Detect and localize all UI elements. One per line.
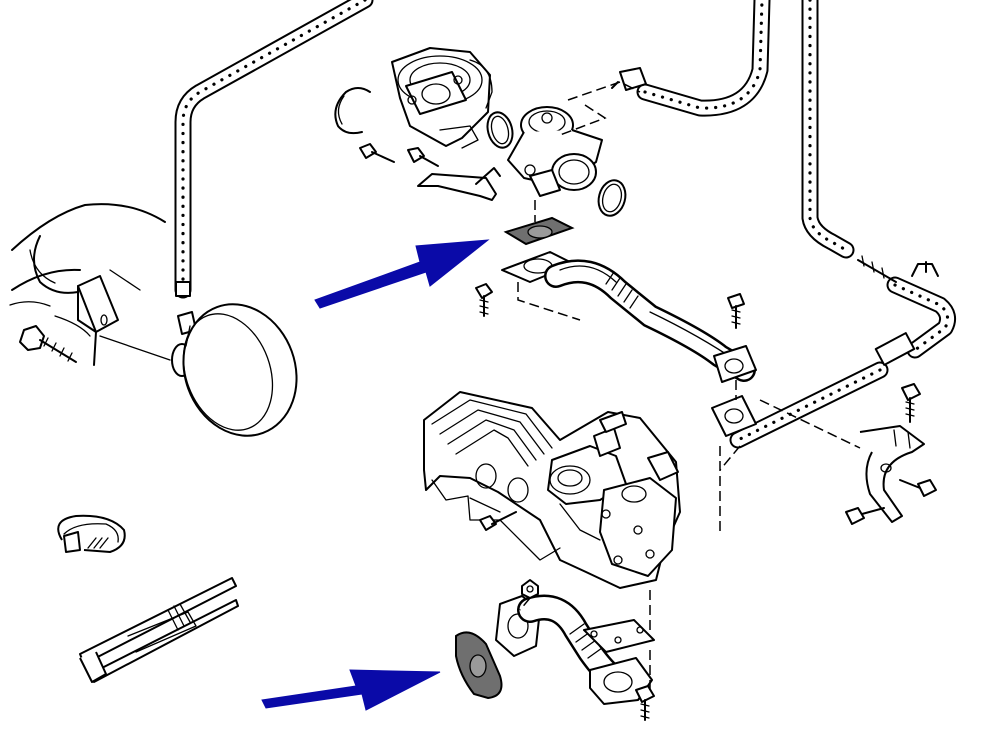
gasket-mid-right bbox=[711, 395, 757, 437]
bolt-pipe-left bbox=[475, 283, 493, 317]
lower-egr-pipe-gasket bbox=[455, 631, 503, 700]
arrow-right-up-icon bbox=[314, 239, 490, 309]
vacuum-reservoir bbox=[171, 303, 298, 437]
bolt-right-lower bbox=[845, 507, 885, 525]
egr-flange-right bbox=[713, 345, 757, 383]
vacuum-hose-top-right bbox=[611, 0, 771, 117]
screws-upper bbox=[359, 143, 439, 167]
lower-egr-pipe bbox=[495, 594, 655, 705]
egr-housing-lower bbox=[599, 451, 679, 577]
pointer-arrow-lower bbox=[261, 669, 441, 711]
bolt-manifold bbox=[479, 511, 517, 531]
bolt-left bbox=[19, 325, 77, 363]
egr-pipe bbox=[544, 259, 756, 382]
arrow-right-up-icon bbox=[261, 669, 441, 711]
bolt-right-mid bbox=[899, 479, 937, 497]
dashed-guides-upper bbox=[534, 81, 641, 222]
bracket-right bbox=[859, 425, 925, 523]
o-ring-upper bbox=[486, 111, 514, 149]
vacuum-hose-left bbox=[174, 0, 374, 299]
nut-lower bbox=[521, 579, 539, 599]
hose-clamp bbox=[57, 514, 126, 553]
bolt-pipe-right bbox=[727, 293, 745, 329]
retaining-clip bbox=[334, 87, 371, 135]
egr-valve-upper bbox=[507, 106, 603, 197]
vacuum-hose-right-long bbox=[801, 0, 855, 259]
bolt-right-top bbox=[901, 383, 921, 423]
mounting-bracket-left bbox=[77, 275, 171, 366]
vacuum-hose-right-lower bbox=[729, 255, 957, 449]
o-ring-right bbox=[597, 179, 627, 217]
cable-tie bbox=[79, 577, 239, 683]
dashed-guides-lower bbox=[519, 590, 651, 690]
dashed-guides-mid bbox=[517, 282, 861, 535]
intake-tube bbox=[9, 203, 166, 337]
bracket-upper bbox=[417, 167, 501, 201]
pointer-arrow-upper bbox=[314, 239, 490, 309]
throttle-body bbox=[391, 47, 493, 149]
bolt-lower bbox=[635, 685, 655, 721]
upper-egr-valve-gasket bbox=[503, 216, 575, 246]
